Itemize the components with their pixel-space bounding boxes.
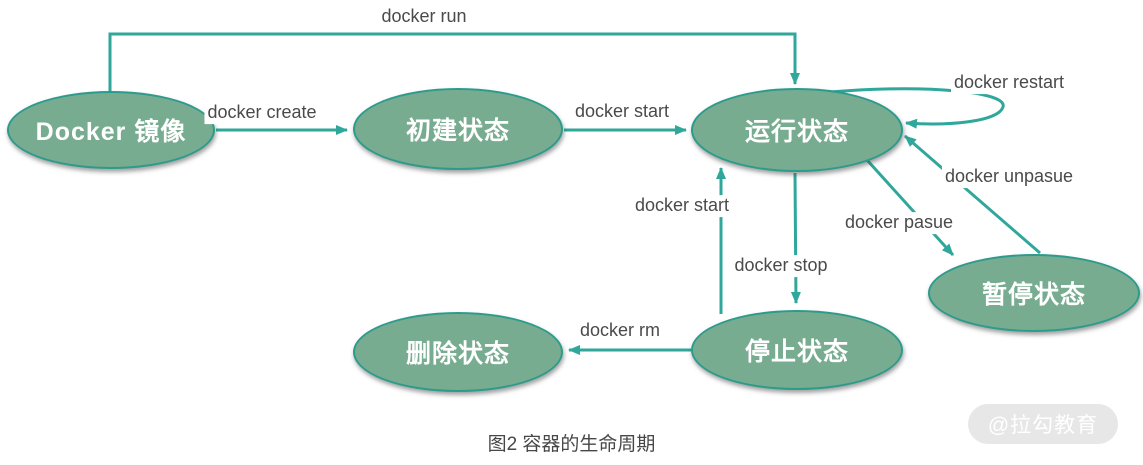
node-label: Docker 镜像 [35, 118, 187, 146]
node-label: 初建状态 [405, 117, 510, 145]
node-created: 初建状态 [353, 88, 563, 170]
edge-stop-arrow [790, 172, 801, 304]
edge-label-start-bottom: docker start [631, 195, 733, 217]
edge-label-create: docker create [204, 102, 320, 124]
watermark-badge: @拉勾教育 [968, 404, 1118, 444]
edge-label-pasue: docker pasue [841, 212, 957, 234]
node-paused: 暂停状态 [928, 254, 1140, 332]
edge-restart-arrow [829, 87, 1005, 129]
node-label: 停止状态 [744, 338, 849, 366]
node-deleted: 删除状态 [353, 312, 563, 392]
edge-label-restart: docker restart [950, 72, 1068, 94]
node-label: 暂停状态 [981, 281, 1086, 309]
node-label: 删除状态 [405, 340, 510, 368]
edge-label-rm: docker rm [576, 320, 664, 342]
edge-pasue-arrow [865, 158, 955, 257]
node-running: 运行状态 [691, 88, 903, 172]
node-docker-image: Docker 镜像 [7, 91, 215, 169]
edge-label-stop: docker stop [731, 255, 831, 277]
node-stopped: 停止状态 [691, 310, 903, 390]
node-label: 运行状态 [744, 118, 849, 146]
edge-label-unpasue: docker unpasue [941, 166, 1077, 188]
edge-run-arrow [108, 32, 800, 92]
figure-caption: 图2 容器的生命周期 [487, 434, 656, 455]
edge-label-start-top: docker start [571, 101, 673, 123]
edge-label-run: docker run [378, 6, 470, 28]
edge-unpasue-arrow [904, 134, 1041, 255]
